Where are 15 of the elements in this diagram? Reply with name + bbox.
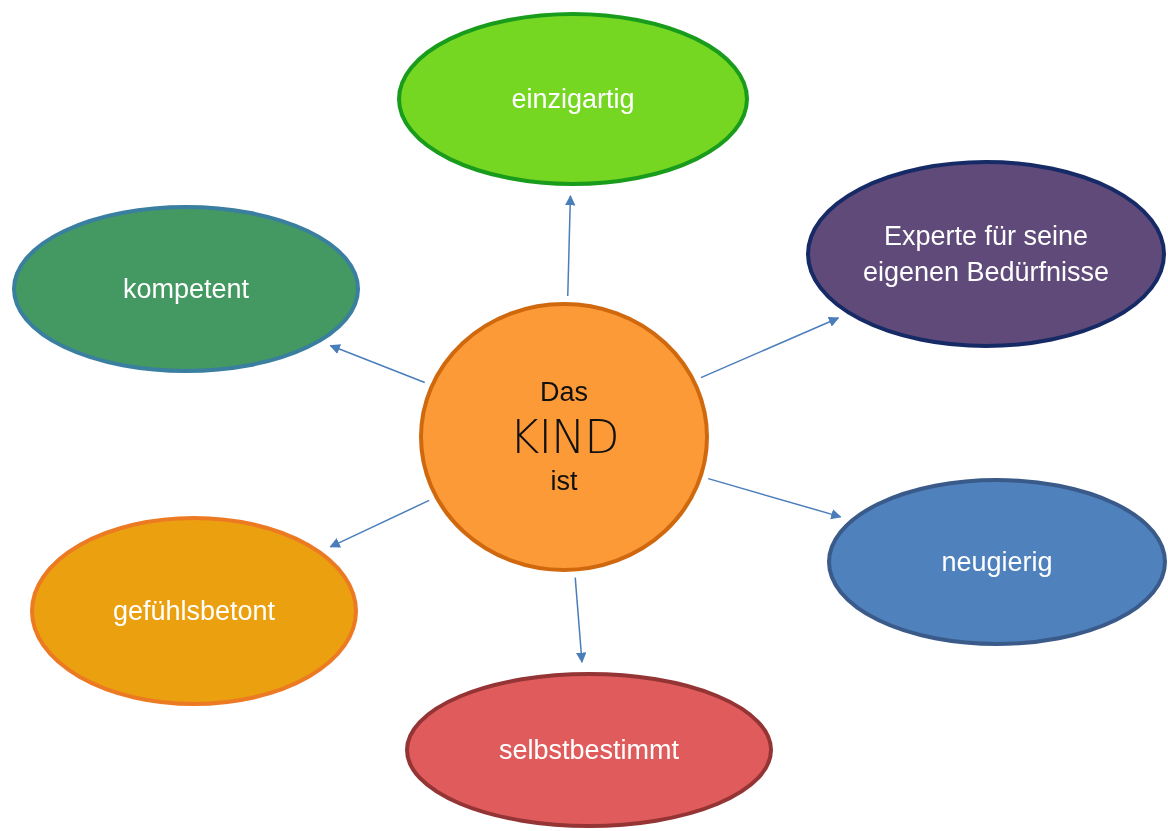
node-label: gefühlsbetont bbox=[112, 594, 276, 628]
center-text: Das bbox=[540, 376, 588, 410]
arrow bbox=[700, 316, 840, 379]
node-label: neugierig bbox=[941, 545, 1053, 579]
arrow bbox=[564, 194, 576, 297]
arrow bbox=[707, 477, 842, 520]
node-label: selbstbestimmt bbox=[498, 733, 680, 767]
arrow bbox=[329, 499, 430, 548]
center-text: ist bbox=[550, 465, 578, 499]
node-label: Experte für seine eigenen Bedürfnisse bbox=[861, 219, 1111, 289]
node-label: kompetent bbox=[122, 272, 250, 306]
node-label: einzigartig bbox=[511, 82, 635, 116]
arrow bbox=[574, 576, 587, 664]
center-text: KIND bbox=[509, 410, 619, 464]
arrow bbox=[329, 344, 426, 384]
